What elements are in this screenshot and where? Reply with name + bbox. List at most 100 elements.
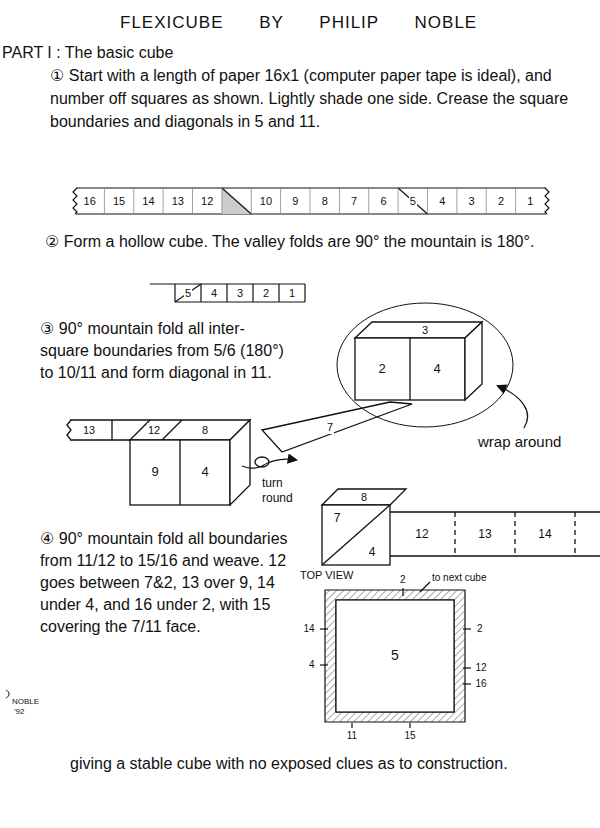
paper-strip-part <box>251 188 252 214</box>
square-number: 5 <box>184 286 192 300</box>
margin-mark <box>6 690 9 698</box>
weave-strip-part <box>390 555 600 556</box>
square-number: 16 <box>474 677 487 691</box>
square-number: 12 <box>474 661 487 675</box>
hollow-cube-part <box>355 338 465 400</box>
square-number: 11 <box>346 729 358 743</box>
square-number: 9 <box>150 465 159 479</box>
signature: NOBLE <box>12 697 52 707</box>
paper-strip-part <box>280 188 281 214</box>
top-view-part <box>463 628 471 629</box>
paper-strip-part <box>163 188 164 214</box>
paper-strip-part <box>221 188 222 214</box>
top-view-part <box>336 600 454 712</box>
square-number: 1 <box>288 286 296 300</box>
square-number: 4 <box>200 465 209 479</box>
weave-strip-part <box>322 489 406 505</box>
paper-strip-part <box>104 188 105 214</box>
hollow-cube <box>262 303 528 452</box>
square-number: 9 <box>291 194 299 208</box>
woven-cube-part <box>67 420 71 440</box>
woven-cube-part <box>130 420 250 440</box>
top-view <box>320 582 471 728</box>
paper-strip-part <box>192 188 193 214</box>
paper-strip-part <box>398 188 399 214</box>
note-text: wrap around <box>478 432 596 452</box>
woven-cube-part <box>70 439 130 440</box>
square-number: 15 <box>403 729 416 743</box>
weave-strip-part <box>455 512 575 556</box>
paper-strip-part <box>398 188 427 214</box>
hollow-cube-part <box>409 338 410 400</box>
square-number: 14 <box>302 622 315 636</box>
woven-cube-part <box>242 459 296 468</box>
note-text: to next cube <box>432 571 532 584</box>
square-number: 13 <box>82 423 96 437</box>
top-view-part <box>351 723 352 728</box>
square-number: 4 <box>438 194 446 208</box>
square-number: 5 <box>409 194 417 208</box>
short-strip-part <box>175 301 305 302</box>
woven-cube-part <box>230 420 250 505</box>
short-strip-part <box>226 284 227 302</box>
paper-strip-part <box>104 188 515 214</box>
square-number: 4 <box>210 286 218 300</box>
note-text: turn round <box>262 476 312 506</box>
square-number: 13 <box>477 527 492 541</box>
weave-strip-part <box>322 505 390 565</box>
paper-strip <box>73 188 549 214</box>
woven-cube-part <box>162 420 182 440</box>
short-strip-part <box>200 284 201 302</box>
woven-cube-part <box>111 420 112 440</box>
top-view-part <box>325 590 465 722</box>
top-view-part <box>420 582 430 592</box>
paper-strip-part <box>222 188 251 214</box>
square-number: 7 <box>350 194 358 208</box>
step-text: ② Form a hollow cube. The valley folds a… <box>45 230 565 253</box>
top-view-part <box>320 628 328 629</box>
square-number: 1 <box>526 194 534 208</box>
square-number: 10 <box>259 194 273 208</box>
square-number: 5 <box>390 648 400 662</box>
paper-strip-part <box>515 188 516 214</box>
paper-strip-part <box>339 188 340 214</box>
top-view-part <box>463 667 471 668</box>
weave-strip <box>322 489 600 565</box>
top-view-part <box>409 723 410 728</box>
short-strip-part <box>304 284 305 302</box>
square-number: 8 <box>201 423 209 437</box>
square-number: 4 <box>308 658 316 672</box>
paper-strip-part <box>310 188 311 214</box>
square-number: 2 <box>262 286 270 300</box>
square-number: 3 <box>468 194 476 208</box>
step-text: ① Start with a length of paper 16x1 (com… <box>50 64 595 133</box>
square-number: 7 <box>333 511 342 525</box>
weave-strip-part <box>574 512 575 556</box>
paper-strip-part <box>76 213 546 214</box>
square-number: 8 <box>360 490 368 504</box>
closing-note: giving a stable cube with no exposed clu… <box>70 752 550 775</box>
margin-mark-part <box>6 690 9 698</box>
part-heading: PART I : The basic cube <box>2 42 322 64</box>
weave-strip-part <box>322 505 390 565</box>
paper-strip-part <box>222 188 251 214</box>
square-number: 16 <box>83 194 97 208</box>
short-strip-part <box>252 284 253 302</box>
hollow-cube-part <box>262 402 412 452</box>
signature: '92 <box>14 707 44 717</box>
paper-strip-part <box>456 188 457 214</box>
paper-strip-part <box>133 188 134 214</box>
square-number: 3 <box>236 286 244 300</box>
paper-strip-part <box>73 188 77 214</box>
paper-strip-part <box>76 187 546 188</box>
woven-cube <box>67 420 296 505</box>
top-view-part <box>402 588 403 596</box>
square-number: 12 <box>147 423 161 437</box>
square-number: 4 <box>368 545 377 559</box>
hollow-cube-part <box>355 322 482 338</box>
square-number: 2 <box>377 362 386 376</box>
square-number: 2 <box>497 194 505 208</box>
short-strip-part <box>175 284 201 302</box>
square-number: 14 <box>141 194 155 208</box>
step-text: ③ 90° mountain fold all inter-square bou… <box>40 318 285 384</box>
